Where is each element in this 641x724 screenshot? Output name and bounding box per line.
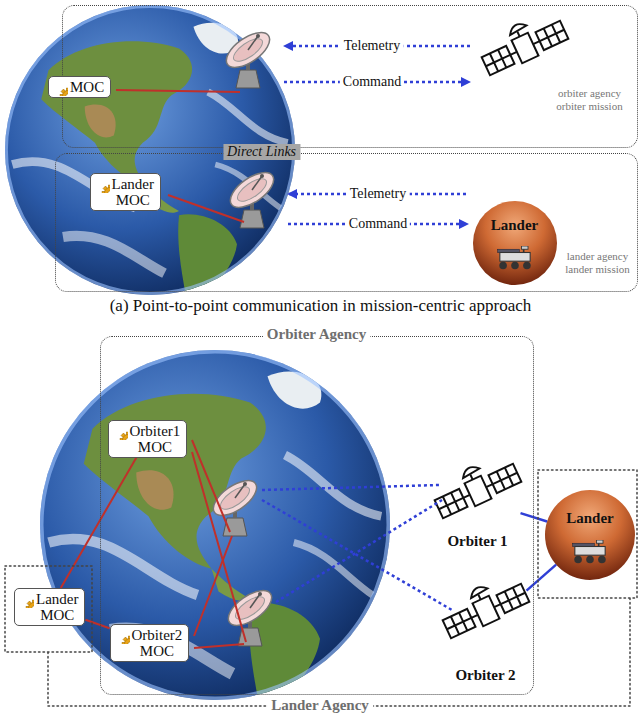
lander-node: Lander (545, 490, 635, 580)
link-line (85, 620, 109, 629)
node-text: Lander Agency (267, 697, 373, 714)
satellite-icon (436, 570, 530, 640)
agency-region: orbiter agencyorbiter mission (62, 5, 638, 148)
node-text: Orbiter Agency (263, 326, 370, 343)
link-line (61, 458, 137, 589)
dish-antenna (221, 26, 276, 88)
link-label: Command (340, 74, 404, 90)
dish-antenna (223, 584, 278, 646)
moc-box: Lander MOC (90, 173, 161, 211)
gear-icon (113, 627, 130, 644)
gear-icon (51, 79, 68, 96)
node-text: Orbiter 1 (447, 533, 507, 550)
node-text: Lander (566, 510, 614, 527)
agency-region: Direct Linkslander agencylander missionL… (55, 153, 638, 292)
node-text: orbiter mission (556, 100, 622, 113)
node-text: Direct Links (223, 144, 300, 160)
node-text: orbiter agency (558, 87, 621, 100)
moc-box: Lander MOC (14, 588, 85, 626)
link-label: Telemetry (347, 186, 410, 202)
space-link (284, 46, 470, 224)
lander-node: Lander (473, 201, 557, 285)
mars-planet (545, 490, 635, 580)
link-line (527, 565, 557, 591)
node-text: Lander MOC (112, 176, 154, 208)
satellite-icon (428, 450, 522, 520)
agency-outline: Lander Agency Lander MOC Lander (5, 466, 639, 718)
satellite-icon (475, 7, 569, 77)
node-text: MOC (70, 79, 104, 95)
link-label: Telemetry (341, 38, 404, 54)
node-text: Orbiter 2 (455, 667, 515, 684)
ground-link (192, 440, 246, 648)
agency-boundary (5, 466, 639, 718)
agency-region: Orbiter AgencyOrbiter1 MOCOrbiter 1Orbit… (100, 336, 534, 695)
orbiter-node: Orbiter 1 (435, 450, 521, 550)
gear-icon (17, 591, 34, 608)
gear-icon (93, 176, 110, 193)
node-text: Orbiter1 MOC (130, 423, 181, 455)
space-link (262, 485, 452, 610)
gear-icon (111, 423, 128, 440)
orbiter-node: Orbiter 2 (445, 570, 527, 684)
moc-box: Orbiter2 MOC (110, 624, 190, 662)
dish-antenna (208, 474, 263, 536)
moc-box: Orbiter1 MOC (108, 420, 188, 458)
node-text: Lander MOC (36, 591, 78, 623)
rover-icon (498, 246, 531, 269)
mars-planet (473, 201, 557, 285)
rover-icon (573, 540, 606, 563)
link-label: Command (346, 216, 410, 232)
moc-box: MOC (48, 76, 111, 98)
node-text: lander mission (565, 263, 629, 276)
node-text: Orbiter2 MOC (132, 627, 183, 659)
figure-caption: (a) Point-to-point communication in miss… (0, 296, 641, 316)
node-text: lander agency (567, 250, 628, 263)
node-text: Lander (491, 217, 539, 234)
